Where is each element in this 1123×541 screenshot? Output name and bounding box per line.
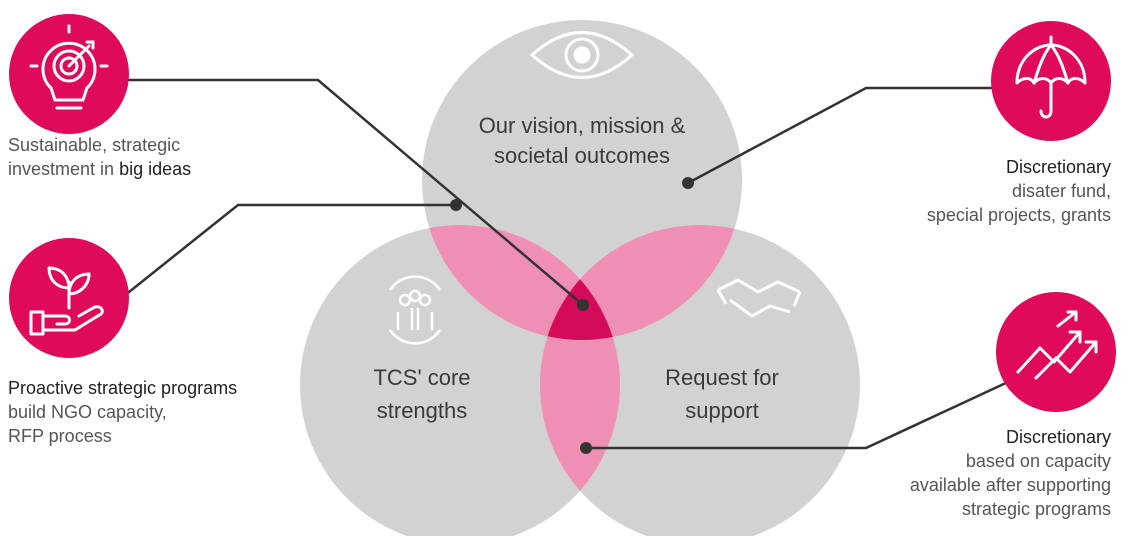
capacity-heading: Discretionary [1005,427,1111,447]
connector-lines [120,78,1009,450]
dot-capacity [580,442,592,454]
connector-proactive [123,203,456,297]
connector-capacity [586,380,1009,450]
big-ideas-line1: Sustainable, strategic [8,135,181,155]
proactive-line1: build NGO capacity, [8,402,167,422]
core-strengths-label-line1: TCS' core [373,365,470,390]
caption-proactive: Proactive strategic programs build NGO c… [8,376,237,448]
overlap-vision-request [540,225,742,340]
big-ideas-line2: investment in big ideas [8,157,191,181]
eye-icon [529,31,635,79]
vision-label-line1: Our vision, mission & [479,113,686,138]
caption-capacity: Discretionary based on capacity availabl… [910,425,1111,521]
overlap-vision-core [422,225,620,340]
caption-disaster: Discretionary disater fund, special proj… [927,155,1111,227]
big-ideas-prefix: investment in [8,159,120,179]
handshake-icon [716,278,802,318]
big-ideas-emphasis: big ideas [119,159,192,179]
dot-big-ideas [577,299,589,311]
request-label-line2: support [685,398,758,423]
umbrella-icon [1015,35,1087,119]
capacity-line2: available after supporting [909,475,1111,495]
proactive-line2: RFP process [8,426,112,446]
dot-proactive [450,199,462,211]
connector-dots [450,177,694,454]
caption-big-ideas: Sustainable, strategic investment in big… [8,133,191,181]
target-bulb-badge [9,14,129,134]
capacity-line3: strategic programs [961,499,1111,519]
plant-hand-badge [9,238,129,358]
target-bulb-icon [29,24,109,110]
connector-disaster [687,86,992,185]
vision-label-line2: societal outcomes [494,143,670,168]
growth-arrows-icon [1016,310,1098,380]
dot-disaster [682,177,694,189]
connector-big-ideas [120,78,584,306]
umbrella-badge [991,21,1111,141]
disaster-line1: disater fund, [1011,181,1111,201]
capacity-line1: based on capacity [965,451,1111,471]
disaster-heading: Discretionary [1005,157,1111,177]
disaster-line2: special projects, grants [926,205,1111,225]
plant-hand-icon [29,266,104,336]
growth-arrows-badge [996,292,1116,412]
proactive-heading: Proactive strategic programs [8,378,238,398]
request-label-line1: Request for [665,365,779,390]
people-cycle-icon [388,275,442,345]
core-strengths-label-line2: strengths [377,398,468,423]
